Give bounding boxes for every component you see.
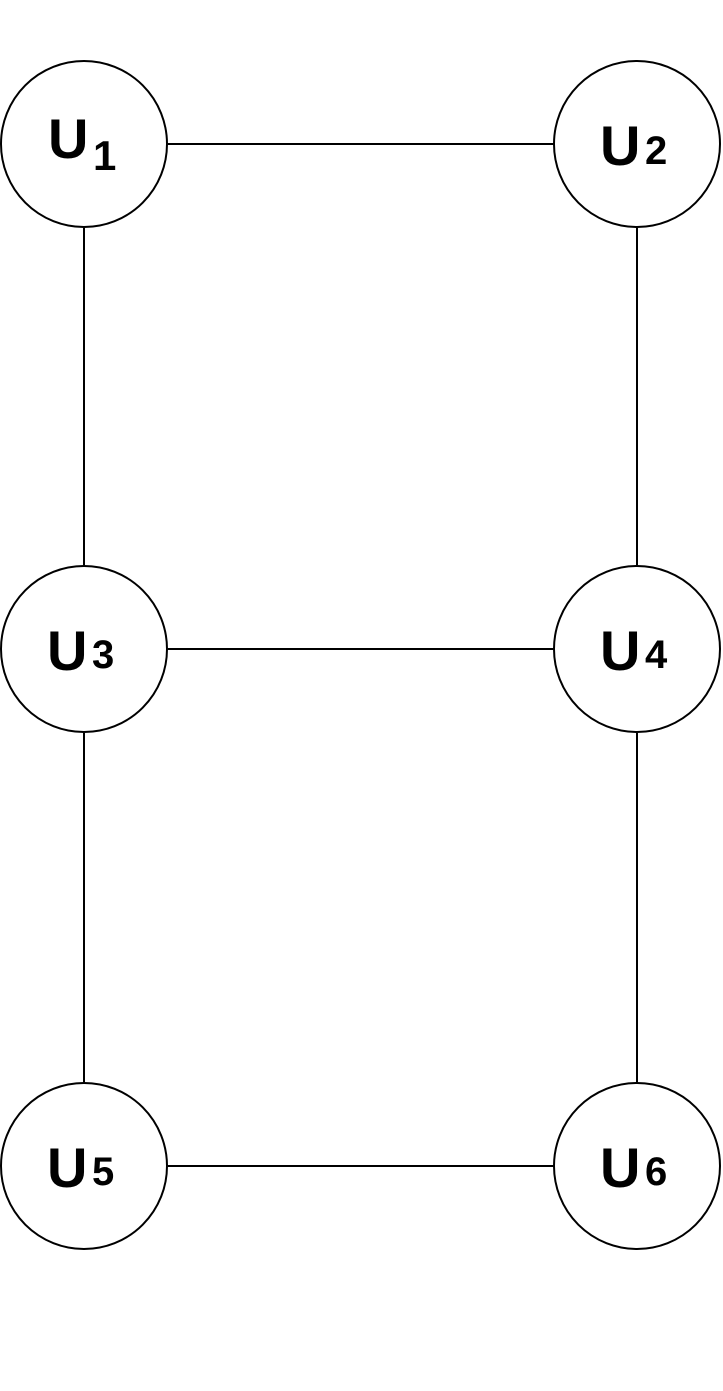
- node-u6: U 6: [553, 1082, 721, 1250]
- node-u5-circle: [0, 1082, 168, 1250]
- node-u6-circle: [553, 1082, 721, 1250]
- node-u4-label-main: U: [600, 619, 640, 682]
- node-u3: U 3: [0, 565, 168, 733]
- node-u1-label-subscript: 1: [93, 132, 116, 179]
- node-u3-circle: [0, 565, 168, 733]
- node-u1: U 1: [0, 60, 168, 228]
- node-u1-circle: [0, 60, 168, 228]
- node-u3-label-main: U: [47, 619, 87, 682]
- node-u1-label-main: U: [48, 107, 88, 170]
- node-u4-circle: [553, 565, 721, 733]
- node-u5-label-main: U: [47, 1136, 87, 1199]
- node-u2-label-main: U: [600, 114, 640, 177]
- node-u2: U 2: [553, 60, 721, 228]
- node-u3-label-subscript: 3: [92, 633, 114, 677]
- node-u4-label-subscript: 4: [645, 633, 668, 677]
- node-u6-label-main: U: [600, 1136, 640, 1199]
- node-u5-label-subscript: 5: [92, 1150, 114, 1194]
- node-u5: U 5: [0, 1082, 168, 1250]
- node-u4: U 4: [553, 565, 721, 733]
- node-u6-label-subscript: 6: [645, 1150, 667, 1194]
- node-u2-label-subscript: 2: [645, 129, 667, 173]
- node-u2-circle: [553, 60, 721, 228]
